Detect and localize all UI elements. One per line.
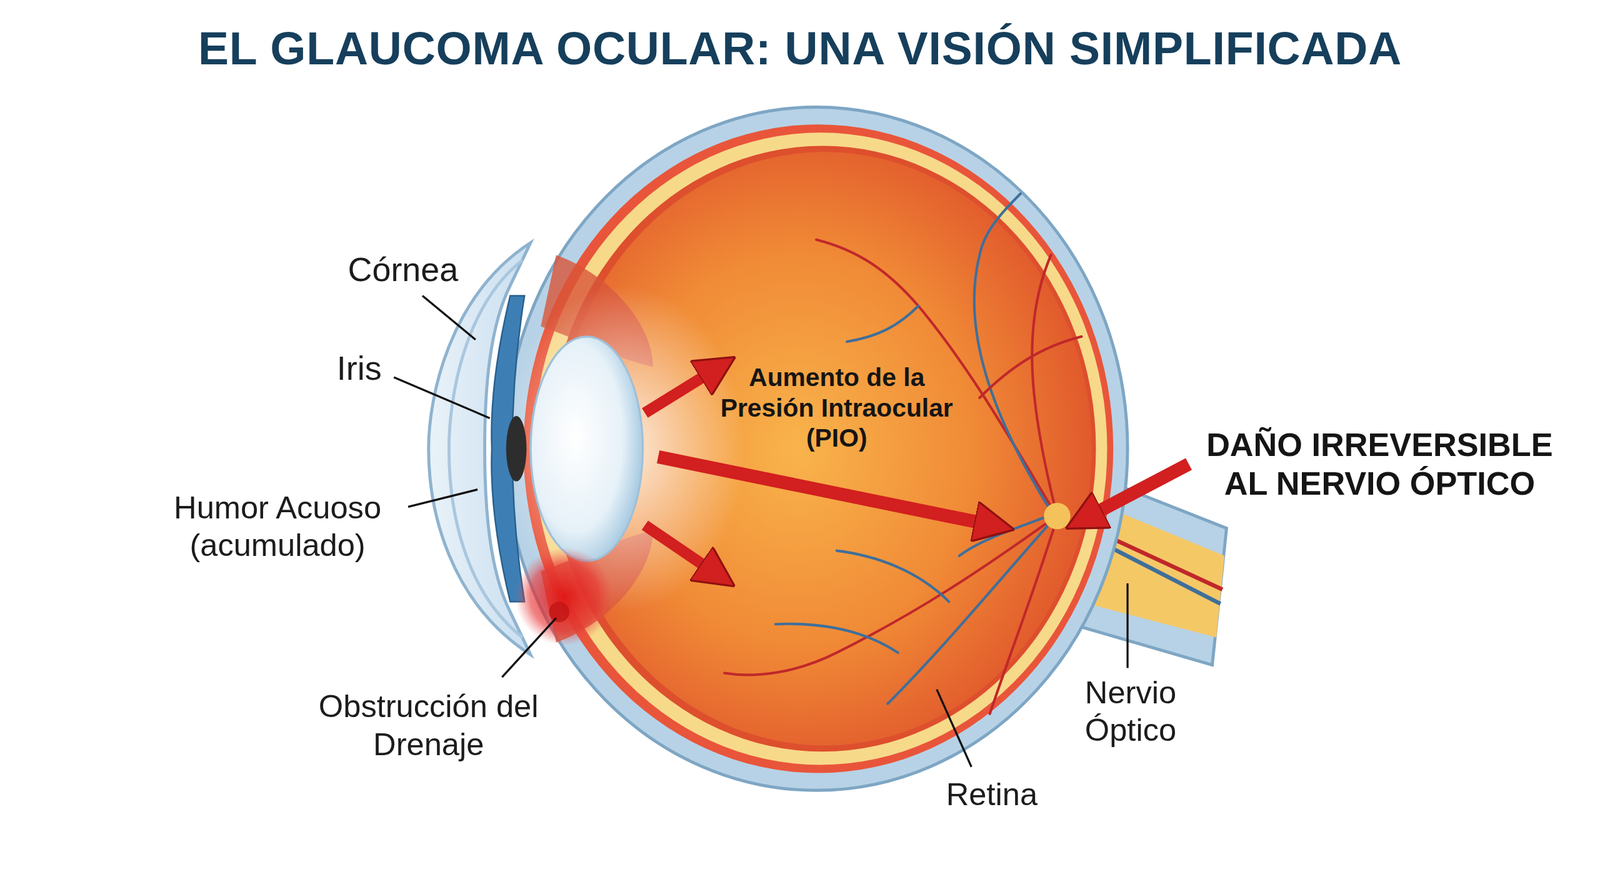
part-label: Nervio Óptico [1064, 675, 1197, 750]
part-label: Obstrucción del Drenaje [311, 689, 547, 764]
damage-callout: DAÑO IRREVERSIBLE AL NERVIO ÓPTICO [1195, 426, 1564, 504]
part-label: Córnea [301, 250, 506, 291]
part-label: Humor Acuoso (acumulado) [150, 490, 405, 565]
title: EL GLAUCOMA OCULAR: UNA VISIÓN SIMPLIFIC… [0, 22, 1600, 76]
part-label: Iris [298, 349, 421, 390]
pressure-label: Aumento de la Presión Intraocular (PIO) [714, 363, 960, 454]
part-label: Retina [920, 777, 1064, 815]
